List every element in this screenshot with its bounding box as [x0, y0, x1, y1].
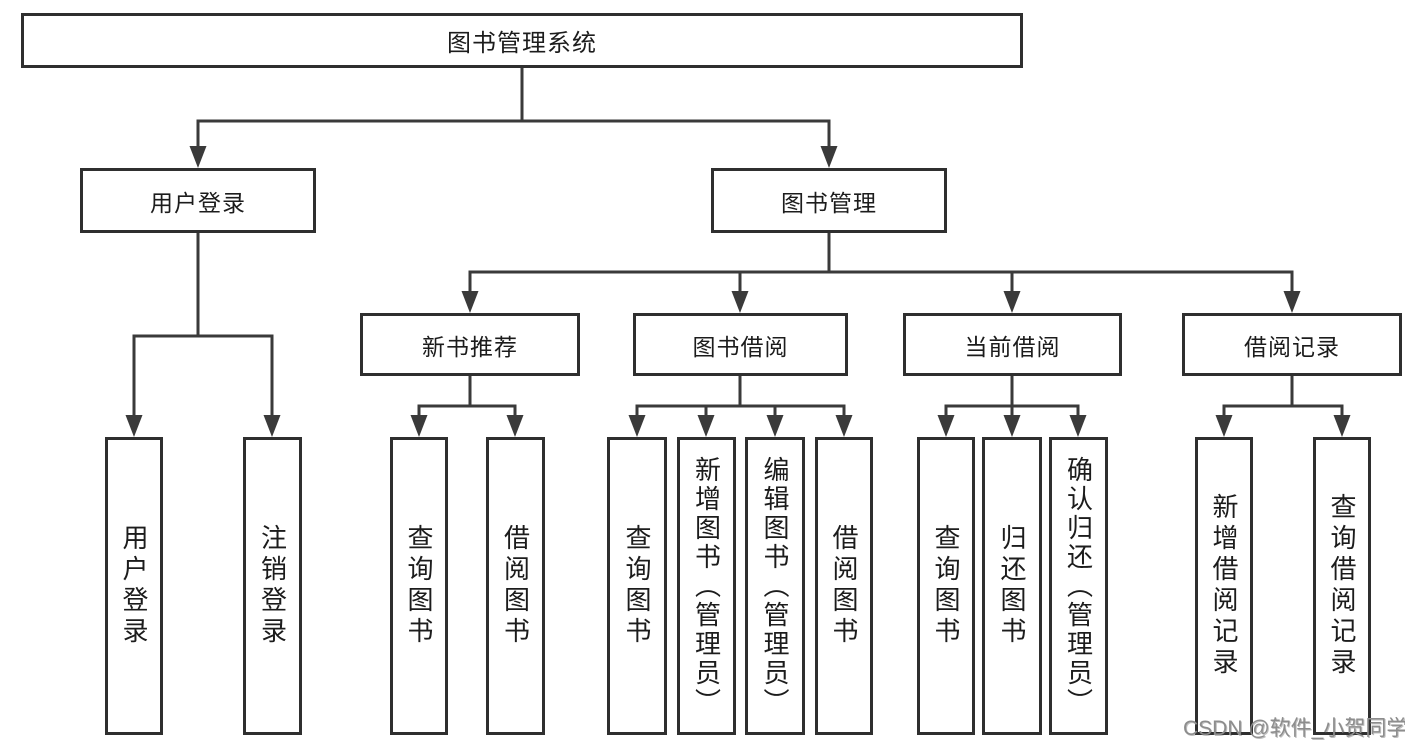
leaf-borrow-books-recommend: 借阅图书 [486, 437, 545, 735]
node-library-system: 图书管理系统 [21, 13, 1023, 68]
leaf-confirm-return-admin: 确认归还（管理员） [1049, 437, 1108, 735]
leaf-user-login: 用户登录 [105, 437, 163, 735]
leaf-query-books-recommend: 查询图书 [390, 437, 448, 735]
leaf-query-books-current: 查询图书 [917, 437, 975, 735]
node-current-borrowing: 当前借阅 [903, 313, 1122, 376]
leaf-add-books-admin: 新增图书（管理员） [677, 437, 736, 735]
node-book-management: 图书管理 [711, 168, 947, 233]
leaf-borrow-books-borrowing: 借阅图书 [815, 437, 873, 735]
leaf-query-borrow-record: 查询借阅记录 [1313, 437, 1371, 735]
leaf-edit-books-admin: 编辑图书（管理员） [745, 437, 805, 735]
node-book-borrowing: 图书借阅 [633, 313, 848, 376]
node-borrowing-records: 借阅记录 [1182, 313, 1402, 376]
node-new-book-recommendation: 新书推荐 [360, 313, 580, 376]
node-user-login: 用户登录 [80, 168, 316, 233]
watermark-text: CSDN @软件_小贺同学 [1183, 717, 1405, 740]
leaf-add-borrow-record: 新增借阅记录 [1195, 437, 1253, 735]
leaf-query-books-borrowing: 查询图书 [607, 437, 667, 735]
leaf-return-books: 归还图书 [982, 437, 1042, 735]
leaf-logout: 注销登录 [243, 437, 302, 735]
